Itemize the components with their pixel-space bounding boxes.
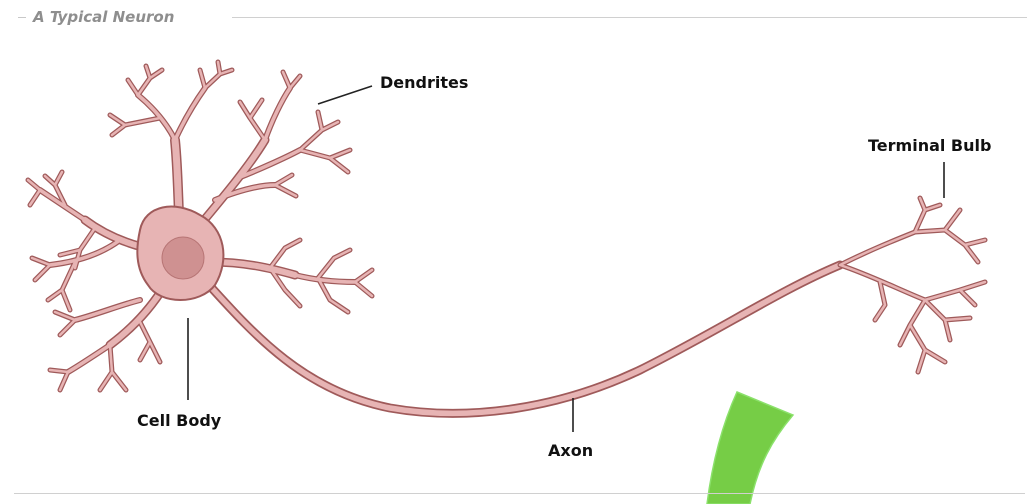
cell-body-soma: [137, 207, 223, 300]
label-cell-body: Cell Body: [137, 411, 221, 430]
green-overlay-shape: [707, 392, 793, 504]
bottom-rule: [14, 493, 1025, 494]
axon-fiber: [200, 265, 840, 413]
label-axon: Axon: [548, 441, 593, 460]
label-terminal-bulb: Terminal Bulb: [868, 136, 991, 155]
nucleus: [162, 237, 204, 279]
dendrites-leader: [318, 86, 372, 104]
label-dendrites: Dendrites: [380, 73, 468, 92]
leader-lines: [188, 86, 944, 432]
axon-terminals: [840, 198, 985, 372]
